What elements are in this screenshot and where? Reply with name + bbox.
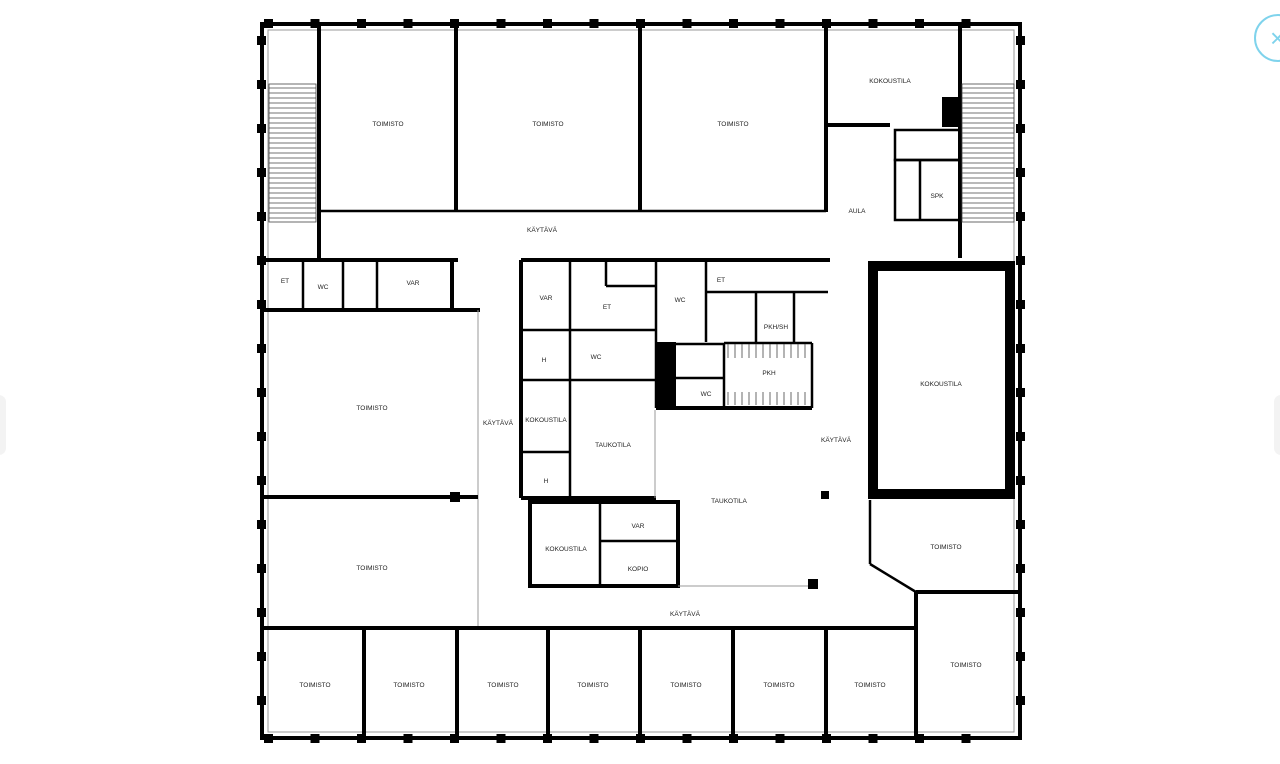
close-icon: × [1270, 23, 1280, 53]
room-label: KOKOUSTILA [920, 381, 962, 388]
room-label: KÄYTÄVÄ [670, 610, 701, 618]
room-label: TOIMISTO [393, 682, 424, 689]
room-label: VAR [407, 280, 420, 287]
room-label: TOIMISTO [372, 121, 403, 128]
room-label: TOIMISTO [717, 121, 748, 128]
room-label: PKH [762, 370, 776, 377]
room-label: KOKOUSTILA [525, 417, 567, 424]
room-label: TOIMISTO [763, 682, 794, 689]
room-label: TAUKOTILA [711, 498, 747, 505]
room-label: TOIMISTO [577, 682, 608, 689]
room-label: KOPIO [628, 566, 649, 573]
room-label: TOIMISTO [854, 682, 885, 689]
room-label: WC [591, 354, 602, 361]
room-label: VAR [632, 523, 645, 530]
room-label: AULA [849, 208, 867, 215]
previous-arrow[interactable] [0, 395, 6, 455]
room-label: TOIMISTO [532, 121, 563, 128]
room-label: TOIMISTO [356, 405, 387, 412]
room-label: TOIMISTO [930, 544, 961, 551]
walls [262, 24, 1020, 738]
room-label: WC [675, 297, 686, 304]
room-label: SPK [930, 193, 944, 200]
room-label: TAUKOTILA [595, 442, 631, 449]
room-label: KÄYTÄVÄ [821, 436, 852, 444]
room-label: KÄYTÄVÄ [527, 226, 558, 234]
room-label: TOIMISTO [670, 682, 701, 689]
room-label: H [544, 478, 549, 485]
room-label: TOIMISTO [487, 682, 518, 689]
next-arrow[interactable] [1274, 395, 1280, 455]
room-label: WC [701, 391, 712, 398]
columns [257, 19, 1025, 743]
room-label: ET [281, 278, 289, 285]
room-label: TOIMISTO [356, 565, 387, 572]
room-label: KOKOUSTILA [869, 78, 911, 85]
room-label: WC [318, 284, 329, 291]
room-label: TOIMISTO [950, 662, 981, 669]
room-label: KÄYTÄVÄ [483, 419, 514, 427]
room-label: ET [603, 304, 611, 311]
room-label: TOIMISTO [299, 682, 330, 689]
room-label: VAR [540, 295, 553, 302]
room-labels: TOIMISTO TOIMISTO TOIMISTO KOKOUSTILA AU… [281, 78, 982, 689]
room-label: KOKOUSTILA [545, 546, 587, 553]
room-label: PKH/SH [764, 324, 789, 331]
room-label: ET [717, 277, 725, 284]
room-label: H [542, 357, 547, 364]
